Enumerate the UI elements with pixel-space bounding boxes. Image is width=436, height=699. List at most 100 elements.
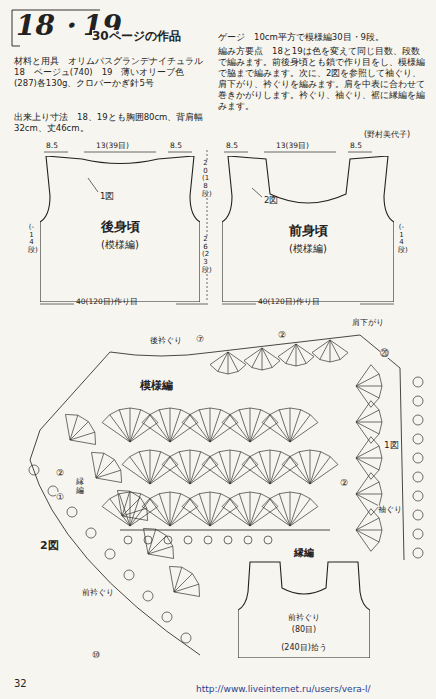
dimension-label: 40(120目)作り目 [258, 298, 320, 307]
bracket-line [12, 10, 100, 11]
stitch-stroke [162, 465, 190, 485]
dimension-label: http://www.liveinternet.ru/users/vera-l/ [196, 684, 371, 694]
edge-picot [86, 528, 96, 538]
stitch-stroke [250, 415, 270, 442]
dimension-label: ② [278, 330, 286, 340]
edge-picot [413, 491, 423, 501]
vertical-label: (-14段) [398, 224, 405, 255]
stitch-stroke [230, 450, 231, 484]
stitch-stroke [142, 423, 170, 443]
stitch-stroke [239, 494, 250, 526]
edge-picot [105, 549, 115, 559]
stitch-stroke [122, 508, 147, 516]
edge-picot [224, 536, 232, 544]
stitch-stroke [330, 340, 348, 353]
stitch-arc [210, 365, 246, 374]
note-text: ゲージ 10cm平方で模様編30目・9段。 [218, 32, 428, 43]
edge-picot [413, 396, 423, 406]
stitch-stroke [222, 507, 250, 527]
stitch-stroke [210, 410, 221, 442]
stitch-stroke [286, 344, 296, 364]
stitch-stroke [250, 410, 261, 442]
stitch-stroke [118, 490, 123, 516]
stitch-stroke [259, 452, 270, 484]
stitch-stroke [142, 507, 170, 527]
stitch-stroke [96, 470, 121, 478]
piece-outline [238, 546, 370, 658]
stitch-stroke [356, 401, 371, 422]
note-text: 材料と用具 オリムパスグランデナイチュラル 18 ベージュ(740) 19 薄い… [14, 56, 206, 89]
edge-picot [162, 612, 172, 622]
piece-text-run: (模様編) [288, 243, 328, 254]
dimension-label: 袖ぐり [378, 505, 402, 514]
stitch-stroke [356, 473, 371, 494]
edge-picot [413, 529, 423, 539]
stitch-stroke [290, 499, 310, 526]
edge-picot [124, 536, 132, 544]
stitch-arc [371, 509, 382, 552]
stitch-stroke [356, 530, 382, 531]
dimension-label: ⑳ [380, 348, 389, 358]
stitch-stroke [228, 352, 229, 374]
stitch-stroke [218, 352, 228, 372]
stitch-stroke [174, 584, 199, 592]
stitch-stroke [356, 365, 371, 386]
chart-edges [30, 335, 404, 655]
stitch-stroke [148, 554, 174, 559]
stitch-stroke [230, 499, 250, 526]
stitch-stroke [239, 410, 250, 442]
dimension-label: 8.5 [226, 142, 238, 151]
stitch-stroke [299, 452, 310, 484]
stitch-stroke [296, 344, 306, 364]
outline-path [40, 156, 200, 302]
stitch-stroke [210, 492, 211, 526]
stitch-stroke [356, 446, 379, 458]
dimension-label: 32 [14, 678, 27, 690]
dimension-label: 前衿ぐり [82, 588, 114, 597]
stitch-stroke [262, 348, 280, 361]
edge-picot [413, 510, 423, 520]
stitch-stroke [150, 452, 161, 484]
stitch-stroke [250, 492, 251, 526]
stitch-arc [282, 450, 338, 465]
stitch-stroke [170, 423, 198, 443]
dimension-label: 8.5 [350, 142, 362, 151]
stitch-stroke [356, 530, 371, 551]
stitch-stroke [290, 408, 291, 442]
stitch-stroke [210, 457, 230, 484]
front-piece: 前身頃(模様編) [222, 156, 394, 302]
stitch-stroke [199, 494, 210, 526]
stitch-stroke [296, 344, 297, 366]
dimension-line [44, 152, 192, 153]
stitch-stroke [182, 423, 210, 443]
piece-text: 後身頃 [40, 218, 200, 236]
piece-text: (模様編) [222, 242, 394, 256]
stitch-stroke [170, 494, 181, 526]
stitch-stroke [66, 414, 71, 440]
stitch-stroke [244, 348, 262, 361]
edge-picot [29, 465, 39, 475]
vertical-label: 20(18段) [202, 160, 209, 198]
stitch-stroke [270, 450, 271, 484]
outline-path [222, 156, 394, 302]
edge-picot [264, 536, 272, 544]
stitch-stroke [190, 452, 201, 484]
stitch-arc [371, 365, 382, 408]
edge-picot [67, 507, 77, 517]
stitch-stroke [356, 374, 379, 386]
stitch-stroke [250, 423, 278, 443]
stitch-stroke [262, 423, 290, 443]
edge-picot [413, 453, 423, 463]
stitch-stroke [210, 408, 211, 442]
stitch-stroke [202, 465, 230, 485]
stitch-stroke [356, 437, 371, 458]
edge-picot [144, 536, 152, 544]
edge-picot [124, 570, 134, 580]
chain-edge [30, 460, 200, 655]
stitch-stroke [310, 450, 311, 484]
dimension-label: 13(39目) [96, 142, 129, 151]
stitch-stroke [262, 348, 272, 368]
stitch-arc [262, 408, 318, 423]
edge-picot [413, 548, 423, 558]
dimension-label: ② [56, 468, 64, 478]
